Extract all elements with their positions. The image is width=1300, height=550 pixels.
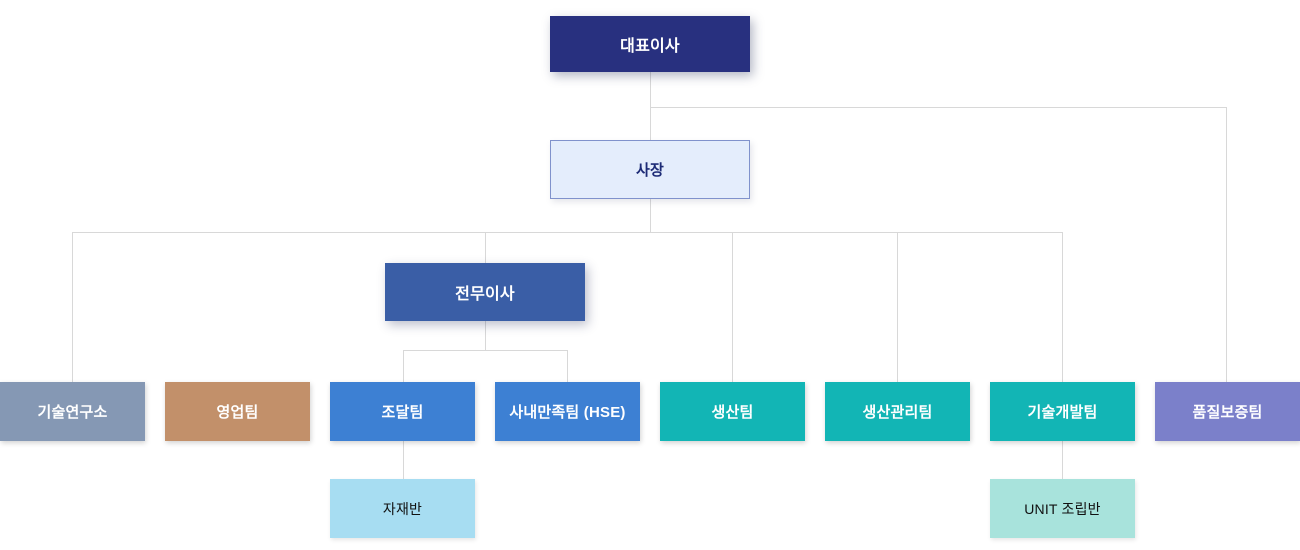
connector-line — [1226, 107, 1227, 382]
connector-line — [650, 107, 1226, 108]
connector-line — [485, 321, 486, 350]
org-node-materials-section: 자재반 — [330, 479, 475, 538]
connector-line — [650, 199, 651, 232]
org-node-quality-assurance-team: 품질보증팀 — [1155, 382, 1300, 441]
connector-line — [403, 441, 404, 479]
connector-line — [897, 232, 898, 382]
org-node-sales-team: 영업팀 — [165, 382, 310, 441]
connector-line — [732, 232, 733, 382]
org-node-unit-assembly-section: UNIT 조립반 — [990, 479, 1135, 538]
connector-line — [72, 232, 73, 382]
org-node-hse-team: 사내만족팀 (HSE) — [495, 382, 640, 441]
org-node-tech-research-institute: 기술연구소 — [0, 382, 145, 441]
connector-line — [72, 232, 1062, 233]
org-node-ceo: 대표이사 — [550, 16, 750, 72]
connector-line — [403, 350, 567, 351]
org-node-executive-director: 전무이사 — [385, 263, 585, 321]
connector-line — [485, 232, 486, 263]
org-node-tech-dev-team: 기술개발팀 — [990, 382, 1135, 441]
connector-line — [1062, 441, 1063, 479]
org-node-production-mgmt-team: 생산관리팀 — [825, 382, 970, 441]
org-node-procurement-team: 조달팀 — [330, 382, 475, 441]
connector-line — [567, 350, 568, 382]
org-node-president: 사장 — [550, 140, 750, 199]
connector-line — [650, 72, 651, 140]
connector-line — [403, 350, 404, 382]
connector-line — [1062, 232, 1063, 382]
org-node-production-team: 생산팀 — [660, 382, 805, 441]
